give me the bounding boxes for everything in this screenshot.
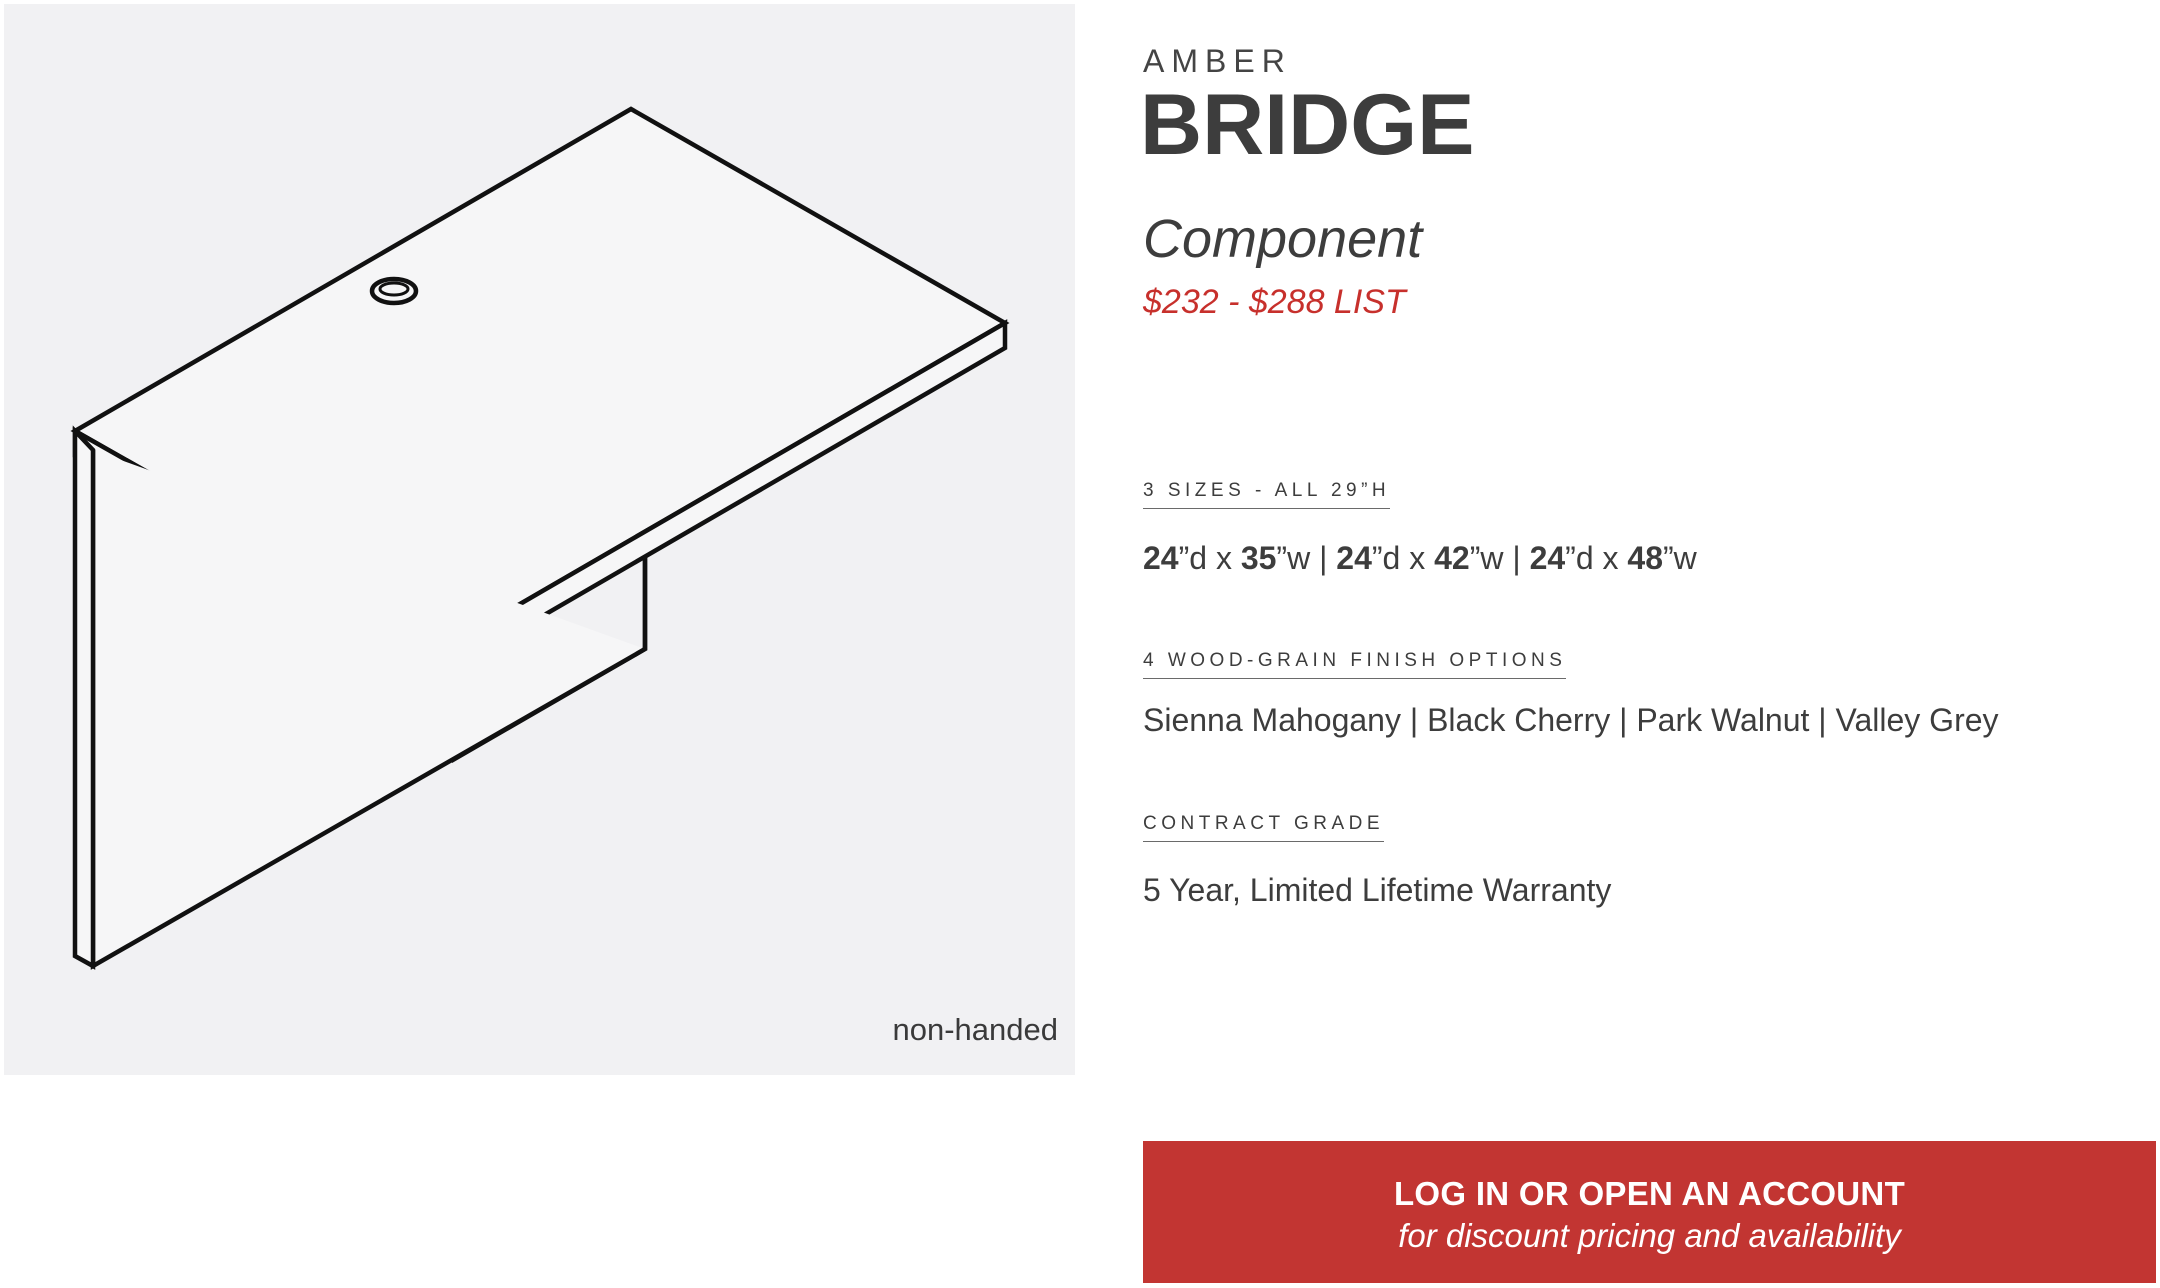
size-depth: 24 [1336,540,1372,576]
grade-label: CONTRACT GRADE [1143,813,1385,842]
support-panel-face [93,450,645,966]
product-type: Component [1143,209,1423,269]
cta-title: LOG IN OR OPEN AN ACCOUNT [1393,1175,1906,1212]
desk-bridge-icon [70,106,1010,970]
finishes-value: Sienna Mahogany | Black Cherry | Park Wa… [1143,702,1999,738]
size-depth: 24 [1143,540,1179,576]
product-image-panel: non-handed [4,4,1075,1075]
price-range: $232 - $288 LIST [1143,283,1406,321]
login-account-button[interactable]: LOG IN OR OPEN AN ACCOUNT for discount p… [1143,1141,2156,1283]
support-panel-edge [72,425,96,970]
sizes-value: 24”d x 35”w | 24”d x 42”w | 24”d x 48”w [1143,540,1697,576]
handedness-caption: non-handed [892,1012,1059,1047]
warranty-value: 5 Year, Limited Lifetime Warranty [1143,872,1612,908]
size-width: 42 [1434,540,1470,576]
cta-subtitle: for discount pricing and availability [1398,1217,1901,1254]
product-title: BRIDGE [1140,77,1475,173]
brand-name: AMBER [1143,43,1292,79]
size-depth: 24 [1529,540,1566,576]
size-width: 35 [1240,540,1277,576]
size-width: 48 [1627,540,1663,576]
finishes-label: 4 WOOD-GRAIN FINISH OPTIONS [1143,650,1567,679]
sizes-label: 3 SIZES - ALL 29”H [1143,480,1391,509]
